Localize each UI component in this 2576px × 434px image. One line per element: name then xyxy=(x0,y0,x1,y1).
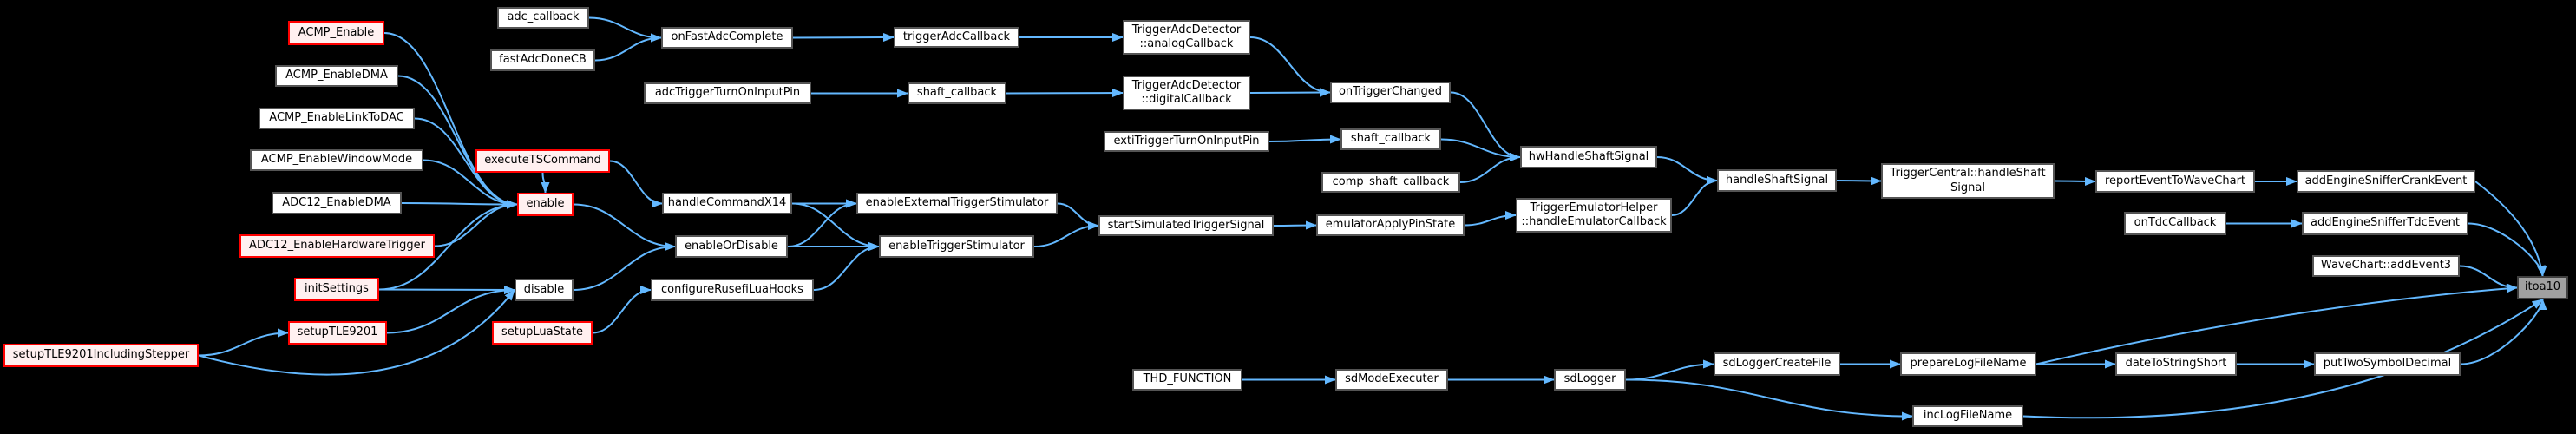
node-handle-command-x14[interactable]: handleCommandX14 xyxy=(662,193,792,214)
edge-enable-trigger-stimulator--start-simulated-trigger-signal xyxy=(1033,221,1099,247)
node-setup-tle9201[interactable]: setupTLE9201 xyxy=(288,321,387,345)
node-enable[interactable]: enable xyxy=(517,193,574,216)
node-sd-logger-create-file[interactable]: sdLoggerCreateFile xyxy=(1714,352,1840,376)
edge-acmp-enable-window-mode--enable xyxy=(423,159,518,209)
node-configure-rusefi-lua-hooks[interactable]: configureRusefiLuaHooks xyxy=(651,279,814,301)
edge-trigger-adc-detector-analog-callback--on-trigger-changed xyxy=(1249,36,1331,97)
edge-sd-logger--inc-log-file-name xyxy=(1625,378,1913,421)
edge-setup-lua-state--configure-rusefi-lua-hooks xyxy=(592,286,652,334)
node-on-fast-adc-complete[interactable]: onFastAdcComplete xyxy=(661,27,793,49)
edge-comp-shaft-callback--hw-handle-shaft-signal xyxy=(1459,153,1521,183)
node-acmp-enable-window-mode[interactable]: ACMP_EnableWindowMode xyxy=(250,149,423,171)
node-thd-function[interactable]: THD_FUNCTION xyxy=(1132,369,1242,391)
node-execute-ts-command[interactable]: executeTSCommand xyxy=(475,149,610,173)
node-enable-external-trigger-stimulator[interactable]: enableExternalTriggerStimulator xyxy=(856,193,1058,214)
edge-enable-or-disable--enable-external-trigger-stimulator xyxy=(787,199,857,247)
node-enable-or-disable[interactable]: enableOrDisable xyxy=(675,235,788,258)
node-adc12-enable-dma[interactable]: ADC12_EnableDMA xyxy=(272,192,402,214)
edge-emulator-apply-pin-state--trigger-emulator-helper-handle-emulator-callback xyxy=(1464,211,1517,227)
edge-exti-trigger-turn-on-input-pin--shaft-callback-2 xyxy=(1268,135,1341,144)
node-wave-chart-add-event3[interactable]: WaveChart::addEvent3 xyxy=(2312,255,2460,277)
edge-prepare-log-file-name--itoa10 xyxy=(2035,284,2518,365)
edge-configure-rusefi-lua-hooks--enable-trigger-stimulator xyxy=(813,242,880,291)
edge-init-settings--enable xyxy=(378,200,518,291)
node-itoa10: itoa10 xyxy=(2517,276,2568,299)
node-on-trigger-changed[interactable]: onTriggerChanged xyxy=(1330,82,1451,103)
node-trigger-adc-detector-digital-callback[interactable]: TriggerAdcDetector ::digitalCallback xyxy=(1123,76,1250,110)
node-shaft-callback-1[interactable]: shaft_callback xyxy=(908,82,1006,104)
node-add-engine-sniffer-tdc-event[interactable]: addEngineSnifferTdcEvent xyxy=(2302,212,2468,235)
node-handle-shaft-signal[interactable]: handleShaftSignal xyxy=(1717,169,1837,192)
edge-on-fast-adc-complete--trigger-adc-callback xyxy=(792,33,895,43)
node-trigger-emulator-helper-handle-emulator-callback[interactable]: TriggerEmulatorHelper ::handleEmulatorCa… xyxy=(1516,198,1672,233)
edge-trigger-central-handle-shaft-signal--report-event-to-wave-chart xyxy=(2054,176,2096,186)
node-acmp-enable-link-to-dac[interactable]: ACMP_EnableLinkToDAC xyxy=(259,108,415,129)
node-enable-trigger-stimulator[interactable]: enableTriggerStimulator xyxy=(879,235,1034,258)
edge-execute-ts-command--enable xyxy=(541,172,550,194)
edge-trigger-emulator-helper-handle-emulator-callback--handle-shaft-signal xyxy=(1671,176,1718,216)
node-trigger-adc-detector-analog-callback[interactable]: TriggerAdcDetector ::analogCallback xyxy=(1123,20,1250,55)
edge-fast-adc-done-cb--on-fast-adc-complete xyxy=(594,33,662,62)
edge-disable--enable-or-disable xyxy=(573,242,676,291)
node-setup-tle9201-including-stepper[interactable]: setupTLE9201IncludingStepper xyxy=(3,344,199,367)
node-acmp-enable-dma[interactable]: ACMP_EnableDMA xyxy=(275,65,398,87)
node-hw-handle-shaft-signal[interactable]: hwHandleShaftSignal xyxy=(1520,146,1657,168)
edge-setup-tle9201-including-stepper--disable xyxy=(198,289,515,376)
edge-setup-tle9201-including-stepper--setup-tle9201 xyxy=(198,328,289,357)
edge-add-engine-sniffer-crank-event--itoa10 xyxy=(2474,181,2546,277)
edge-acmp-enable-link-to-dac--enable xyxy=(414,117,518,209)
node-adc-trigger-turn-on-input-pin[interactable]: adcTriggerTurnOnInputPin xyxy=(644,82,811,104)
node-exti-trigger-turn-on-input-pin[interactable]: extiTriggerTurnOnInputPin xyxy=(1104,131,1269,152)
node-setup-lua-state[interactable]: setupLuaState xyxy=(492,321,593,345)
node-prepare-log-file-name[interactable]: prepareLogFileName xyxy=(1900,352,2036,376)
node-sd-mode-executer[interactable]: sdModeExecuter xyxy=(1335,369,1448,391)
node-report-event-to-wave-chart[interactable]: reportEventToWaveChart xyxy=(2095,170,2255,193)
node-start-simulated-trigger-signal[interactable]: startSimulatedTriggerSignal xyxy=(1098,215,1274,236)
node-disable[interactable]: disable xyxy=(515,279,574,301)
edge-enable--enable-or-disable xyxy=(573,203,676,251)
node-trigger-adc-callback[interactable]: triggerAdcCallback xyxy=(894,27,1019,48)
node-fast-adc-done-cb[interactable]: fastAdcDoneCB xyxy=(490,49,595,71)
node-adc12-enable-hardware-trigger[interactable]: ADC12_EnableHardwareTrigger xyxy=(239,234,435,258)
edge-trigger-adc-detector-digital-callback--on-trigger-changed xyxy=(1249,88,1331,97)
node-inc-log-file-name[interactable]: incLogFileName xyxy=(1912,405,2023,427)
edge-setup-tle9201--disable xyxy=(386,286,515,334)
edge-adc12-enable-dma--enable xyxy=(401,200,518,209)
node-init-settings[interactable]: initSettings xyxy=(294,278,379,301)
node-date-to-string-short[interactable]: dateToStringShort xyxy=(2115,352,2237,376)
edge-handle-command-x14--enable-trigger-stimulator xyxy=(791,202,880,251)
edge-start-simulated-trigger-signal--emulator-apply-pin-state xyxy=(1273,220,1317,230)
node-adc-callback[interactable]: adc_callback xyxy=(497,7,589,29)
node-add-engine-sniffer-crank-event[interactable]: addEngineSnifferCrankEvent xyxy=(2297,170,2475,193)
node-sd-logger[interactable]: sdLogger xyxy=(1554,369,1626,391)
edge-execute-ts-command--handle-command-x14 xyxy=(609,160,663,208)
node-on-tdc-callback[interactable]: onTdcCallback xyxy=(2124,212,2226,235)
node-shaft-callback-2[interactable]: shaft_callback xyxy=(1340,128,1441,150)
node-comp-shaft-callback[interactable]: comp_shaft_callback xyxy=(1321,172,1460,193)
edge-add-engine-sniffer-tdc-event--itoa10 xyxy=(2468,222,2547,277)
edge-inc-log-file-name--itoa10 xyxy=(2022,299,2544,419)
node-put-two-symbol-decimal[interactable]: putTwoSymbolDecimal xyxy=(2314,352,2461,376)
edge-init-settings--disable xyxy=(378,285,515,294)
edge-shaft-callback-1--trigger-adc-detector-digital-callback xyxy=(1006,89,1124,98)
node-emulator-apply-pin-state[interactable]: emulatorApplyPinState xyxy=(1316,214,1465,236)
node-acmp-enable[interactable]: ACMP_Enable xyxy=(288,21,384,45)
node-trigger-central-handle-shaft-signal[interactable]: TriggerCentral::handleShaft Signal xyxy=(1881,163,2055,199)
